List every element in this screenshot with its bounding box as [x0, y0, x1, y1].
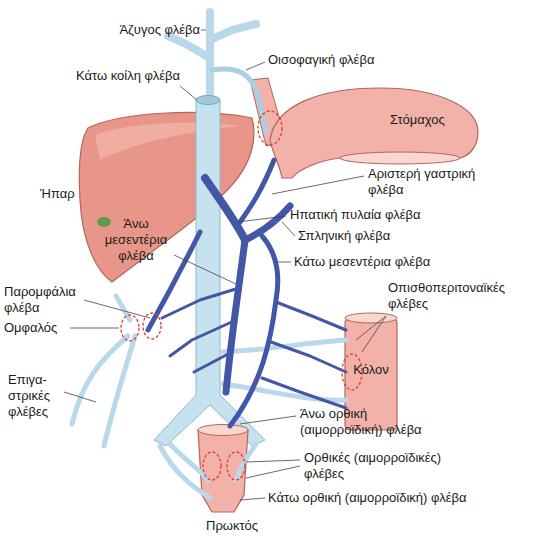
- mesenteric-branch: [271, 342, 346, 372]
- anastomosis-circle: [258, 111, 282, 145]
- leader-line: [174, 255, 236, 284]
- part-label: Ηπατική πυλαία φλέβα: [290, 207, 420, 223]
- part-label: Άνω μεσεντέρια φλέβα: [96, 216, 176, 264]
- azygos-branch: [168, 36, 210, 58]
- anastomosis-circle: [227, 452, 245, 480]
- leader-line: [246, 62, 265, 70]
- anastomosis-circle: [203, 452, 221, 480]
- gallbladder: [97, 217, 111, 227]
- part-label: Κάτω ορθική (αιμορροϊδική) φλέβα: [268, 490, 466, 506]
- mesenteric-branch: [262, 378, 346, 408]
- leader-line: [180, 86, 197, 100]
- anastomosis-circle: [121, 315, 139, 341]
- hepatic-portal-vein: [205, 178, 245, 240]
- part-label: Οπισθοπεριτοναϊκές φλέβες: [388, 280, 528, 312]
- part-label: Αριστερή γαστρική φλέβα: [368, 166, 498, 198]
- part-label: Ορθικές (αιμορροϊδικές) φλέβες: [304, 450, 454, 482]
- leader-line: [240, 416, 296, 424]
- leader-line: [246, 466, 300, 478]
- mesenteric-branch: [162, 288, 239, 318]
- part-label: Κάτω κοίλη φλέβα: [55, 68, 180, 84]
- superior-mesenteric-vein: [226, 240, 245, 392]
- leader-line: [362, 316, 386, 352]
- part-label: Ήπαρ: [40, 186, 75, 202]
- epigastric-vein: [72, 336, 128, 424]
- rectum-cut: [198, 425, 248, 436]
- mesenteric-branch: [170, 320, 236, 356]
- leader-line: [201, 30, 206, 31]
- mesenteric-branch: [194, 352, 232, 372]
- part-label: Σπληνική φλέβα: [298, 228, 390, 244]
- part-label: Πρωκτός: [206, 518, 258, 534]
- vena-cava-top: [196, 96, 220, 105]
- leader-line: [356, 316, 386, 340]
- part-label: Άνω ορθική (αιμορροϊδική) φλέβα: [300, 406, 435, 438]
- leader-line: [64, 392, 96, 402]
- mesenteric-branch: [276, 302, 346, 330]
- stomach-cut: [340, 152, 460, 164]
- part-label: Επιγα- στρικές φλέβες: [8, 372, 64, 420]
- part-label: Άζυγος φλέβα: [110, 22, 200, 38]
- part-label: Οισοφαγική φλέβα: [268, 52, 374, 68]
- inferior-mesenteric-vein: [230, 236, 278, 426]
- azygos-branch: [210, 24, 256, 40]
- leader-line: [278, 262, 291, 263]
- rectal-vein: [170, 444, 208, 480]
- epigastric-vein: [116, 296, 130, 320]
- leader-line: [246, 460, 300, 462]
- portal-veins: [148, 160, 346, 426]
- leader-line: [238, 216, 286, 222]
- part-label: Ομφαλός: [4, 320, 57, 336]
- part-label: Παρομφάλια φλέβα: [4, 284, 86, 316]
- part-label: Στόμαχος: [390, 112, 445, 128]
- colon-cut: [345, 313, 397, 323]
- part-label: Κάτω μεσεντέρια φλέβα: [294, 254, 430, 270]
- leader-line: [282, 222, 295, 236]
- leader-line: [240, 498, 265, 500]
- leader-line: [70, 328, 119, 329]
- liver: [79, 113, 254, 282]
- left-gastric-vein: [240, 160, 274, 222]
- part-label: Κόλον: [345, 362, 397, 378]
- leader-line: [272, 176, 364, 194]
- stomach: [270, 88, 478, 178]
- rectal-vein: [160, 446, 210, 498]
- leader-line: [84, 300, 150, 318]
